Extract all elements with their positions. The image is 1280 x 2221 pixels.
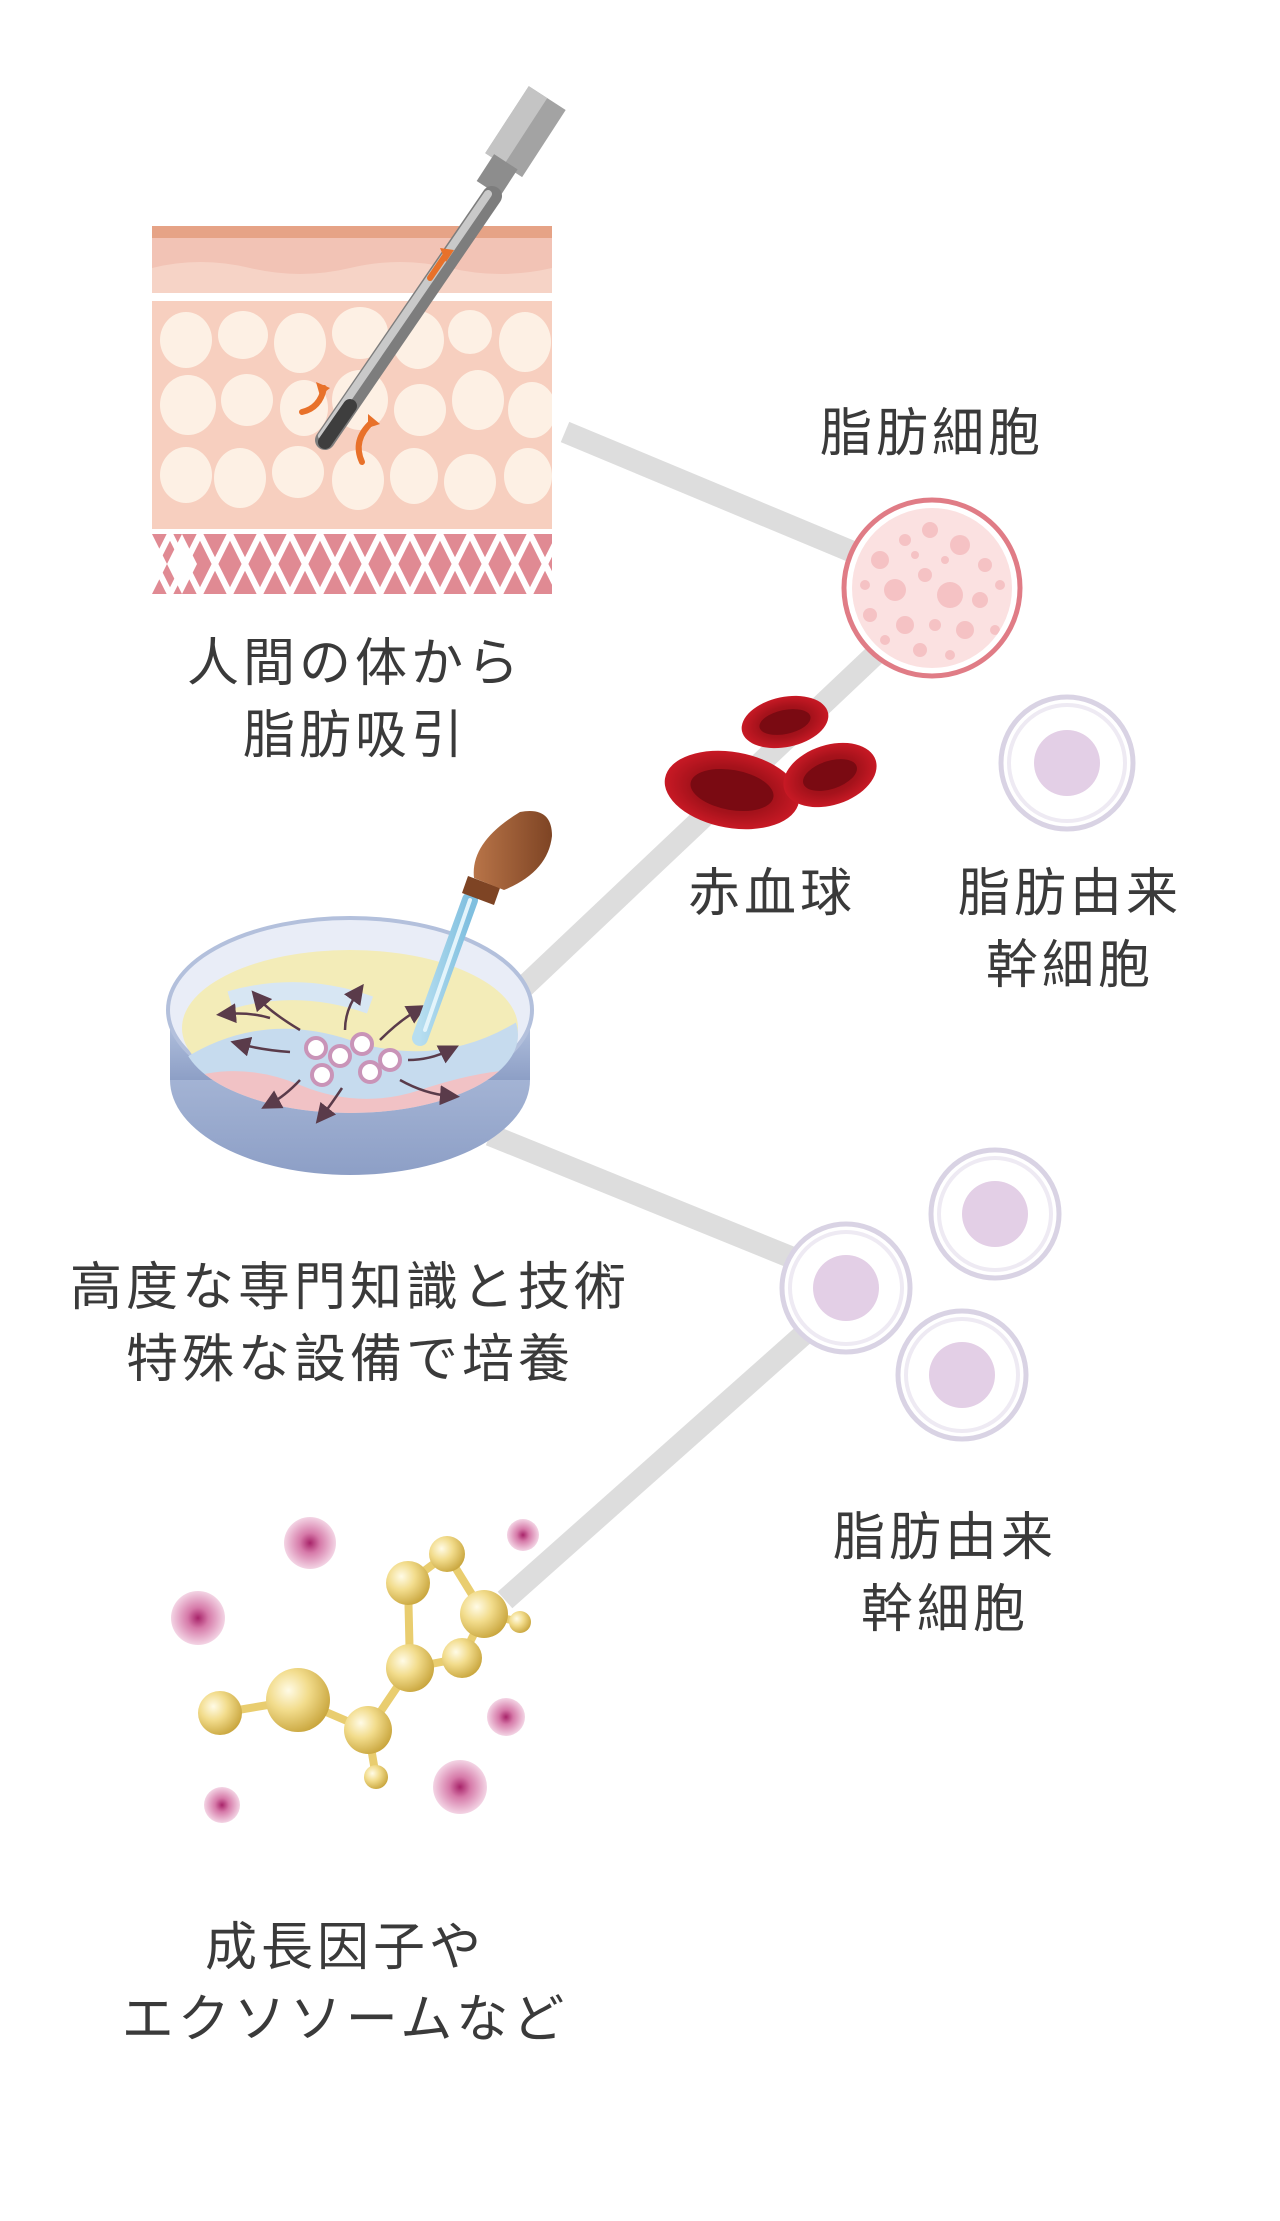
label-culture-line1: 高度な専門知識と技術: [69, 1258, 630, 1318]
label-stem-cell-1-line1: 脂肪由来: [957, 864, 1182, 924]
label-liposuction-line2: 脂肪吸引: [242, 706, 467, 766]
label-growth-factors-line2: エクソソームなど: [121, 1990, 569, 2050]
label-liposuction-line1: 人間の体から: [186, 634, 523, 694]
connector-skin-to-fatcell: [560, 421, 865, 566]
red-blood-cell-icon: [664, 695, 877, 830]
fat-cell-icon: [841, 497, 1023, 679]
stem-cell-icon: [928, 1147, 1062, 1281]
connector-fatcell-to-dish: [502, 642, 888, 1008]
connector-stemcells-to-molecules: [497, 1311, 828, 1609]
stem-cell-icon: [779, 1221, 913, 1355]
molecule-icon: [198, 1536, 531, 1789]
label-stem-cell-2-line2: 幹細胞: [860, 1580, 1029, 1640]
label-stem-cell-2: 脂肪由来 幹細胞: [795, 1502, 1095, 1646]
cultured-cells: [304, 1032, 402, 1087]
dropper-icon: [412, 811, 552, 1046]
petri-dish-icon: [166, 916, 534, 1175]
label-growth-factors: 成長因子や エクソソームなど: [95, 1912, 595, 2056]
stem-cell-icon: [998, 694, 1136, 832]
label-growth-factors-line1: 成長因子や: [204, 1918, 485, 1978]
dermis-pattern: [152, 534, 552, 594]
flow-arrows: [216, 983, 460, 1124]
cannula-icon: [299, 86, 566, 465]
label-culture: 高度な専門知識と技術 特殊な設備で培養: [40, 1252, 660, 1396]
connector-dish-to-stemcells: [485, 1124, 815, 1276]
exosome-icon: [171, 1517, 539, 1823]
label-stem-cell-1: 脂肪由来 幹細胞: [920, 858, 1220, 1002]
label-fat-cell: 脂肪細胞: [782, 398, 1082, 470]
connector-lines: [485, 421, 888, 1609]
label-stem-cell-2-line1: 脂肪由来: [832, 1508, 1057, 1568]
stem-cell-cluster: [779, 1147, 1062, 1442]
label-stem-cell-1-line2: 幹細胞: [985, 936, 1154, 996]
stem-cell-icon: [895, 1308, 1029, 1442]
fat-globules: [160, 307, 552, 510]
label-fat-cell-line1: 脂肪細胞: [819, 404, 1044, 464]
label-liposuction: 人間の体から 脂肪吸引: [155, 628, 555, 772]
label-red-blood-cell: 赤血球: [652, 858, 892, 930]
label-culture-line2: 特殊な設備で培養: [125, 1330, 574, 1390]
label-red-blood-cell-line1: 赤血球: [687, 864, 856, 924]
